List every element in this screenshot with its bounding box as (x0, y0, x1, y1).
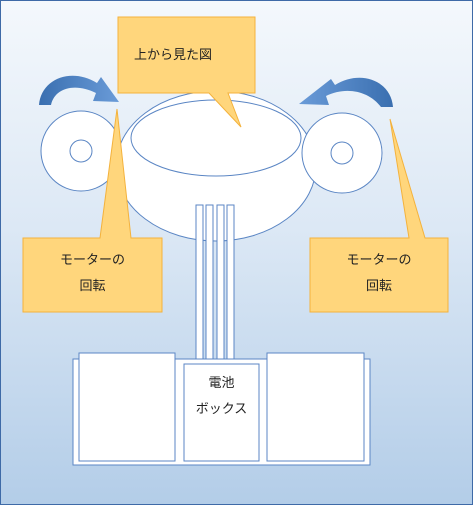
battery-box-label-line1: 電池 (208, 376, 235, 391)
battery-box-label-line2: ボックス (195, 402, 248, 417)
left-battery-panel (78, 352, 176, 462)
battery-box (183, 363, 260, 462)
right-wheel-hub (330, 141, 354, 165)
right-rotation-arrow (299, 77, 393, 107)
robot-body-inner (130, 99, 302, 177)
left-wheel-hub (69, 139, 93, 163)
top-view-callout (117, 16, 256, 128)
right-battery-panel (266, 352, 365, 462)
left-rotation-arrow (39, 75, 119, 105)
right-motor-callout (309, 118, 449, 313)
left-motor-callout (22, 108, 163, 313)
